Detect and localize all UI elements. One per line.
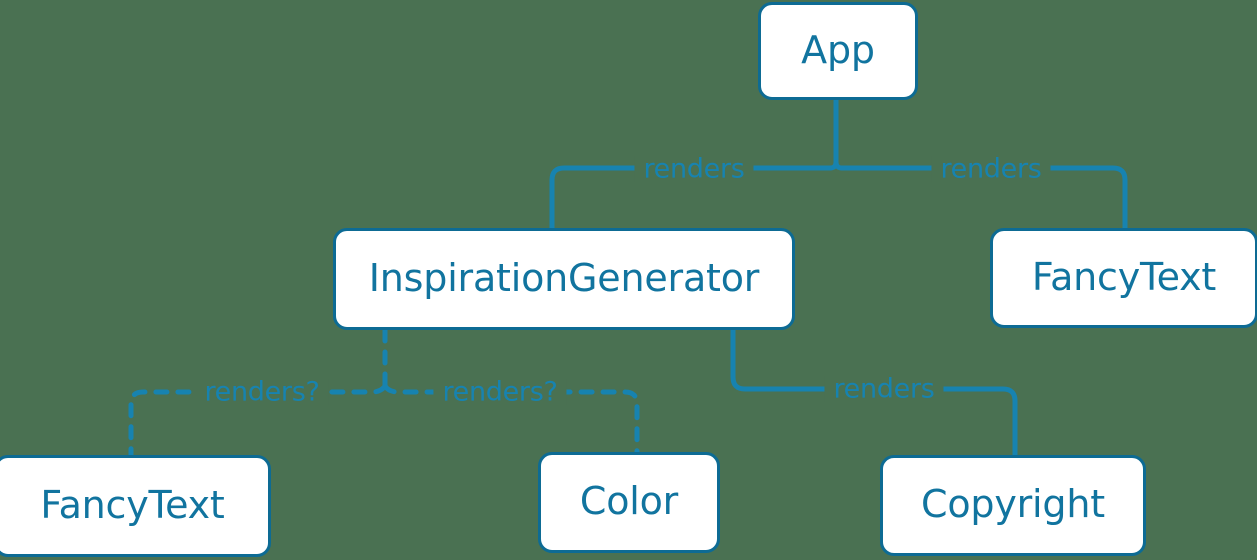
edge-app-to-inspiration — [549, 165, 833, 231]
node-copyright[interactable]: Copyright — [880, 455, 1146, 556]
edge-app-to-fancytext — [839, 165, 1128, 231]
edge-label-inspiration-to-fancytext: renders? — [195, 378, 329, 406]
edge-label-app-to-fancytext: renders — [931, 155, 1051, 183]
edge-label-app-to-inspiration: renders — [634, 155, 754, 183]
edge-label-inspiration-to-copyright: renders — [824, 375, 944, 403]
edge-label-inspiration-to-color: renders? — [433, 378, 567, 406]
node-fancytext-right-label: FancyText — [1031, 254, 1217, 299]
node-fancytext-right[interactable]: FancyText — [990, 228, 1257, 328]
node-inspiration-generator[interactable]: InspirationGenerator — [333, 228, 795, 330]
edge-inspiration-to-color — [382, 383, 640, 455]
node-copyright-label: Copyright — [921, 482, 1105, 526]
edge-app-stem — [833, 97, 845, 171]
node-app-label: App — [801, 27, 875, 72]
node-app[interactable]: App — [758, 2, 918, 100]
node-fancytext-bottom-label: FancyText — [40, 482, 225, 527]
node-color-label: Color — [579, 479, 679, 523]
node-inspiration-generator-label: InspirationGenerator — [368, 255, 760, 300]
edge-inspiration-to-fancytext — [128, 383, 388, 458]
node-fancytext-bottom[interactable]: FancyText — [0, 455, 271, 557]
node-color[interactable]: Color — [538, 452, 720, 553]
